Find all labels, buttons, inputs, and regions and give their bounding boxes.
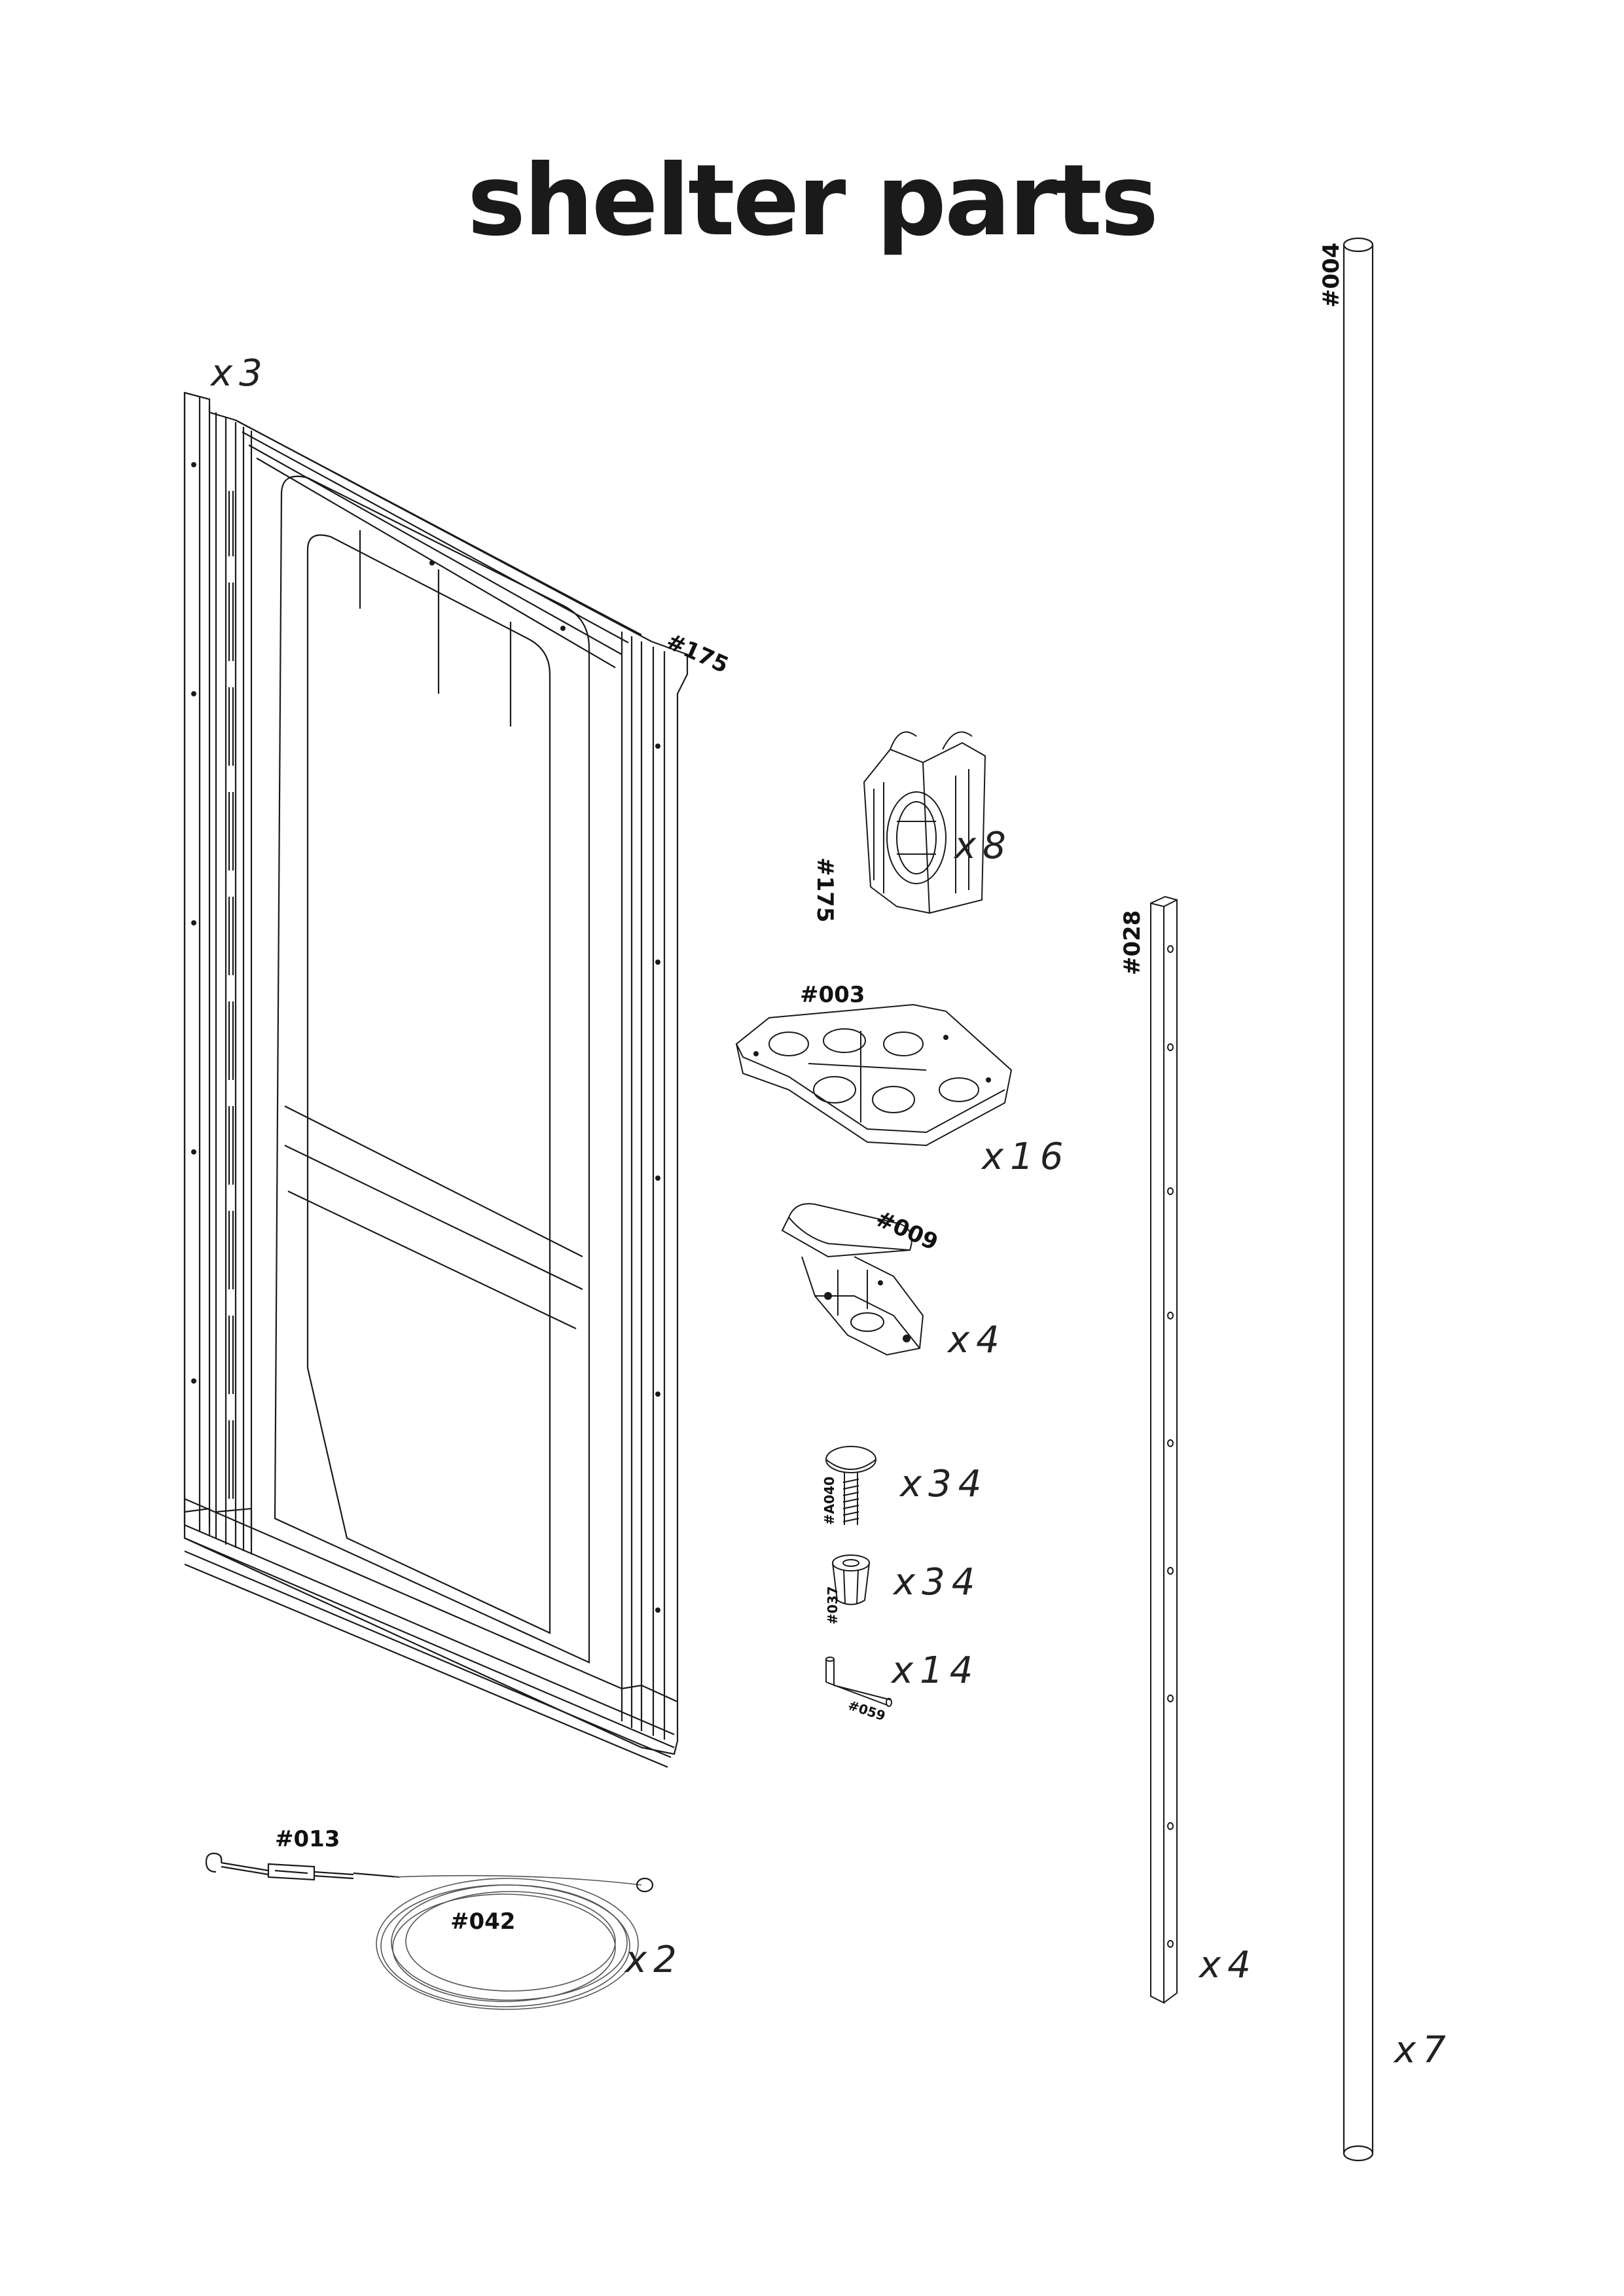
turnbuckle-drawing bbox=[203, 1846, 406, 1885]
bracket-quantity: x8 bbox=[954, 825, 1013, 867]
cable-quantity: x2 bbox=[625, 1939, 683, 1981]
cable-number: #042 bbox=[450, 1909, 516, 1935]
nut-drawing bbox=[828, 1551, 874, 1610]
clamp-quantity: x16 bbox=[982, 1136, 1070, 1178]
rail-number: #028 bbox=[1119, 910, 1146, 975]
pole-drawing bbox=[1335, 236, 1381, 2166]
panel-quantity: x3 bbox=[211, 352, 269, 395]
nut-quantity: x34 bbox=[893, 1561, 982, 1604]
pole-number: #004 bbox=[1318, 242, 1344, 308]
page-title: shelter parts bbox=[467, 144, 1159, 258]
bolt-number: #A040 bbox=[821, 1477, 837, 1525]
bolt-quantity: x34 bbox=[900, 1463, 988, 1505]
coupler-drawing bbox=[776, 1198, 939, 1368]
pole-quantity: x7 bbox=[1394, 2029, 1453, 2072]
nut-number: #037 bbox=[825, 1586, 840, 1624]
door-panel-drawing bbox=[170, 386, 707, 1767]
pin-quantity: x14 bbox=[892, 1649, 980, 1692]
rail-drawing bbox=[1139, 897, 1191, 2003]
turnbuckle-number: #013 bbox=[275, 1826, 340, 1852]
clamp-number: #003 bbox=[800, 982, 865, 1008]
bracket-drawing bbox=[851, 723, 995, 920]
rail-quantity: x4 bbox=[1199, 1944, 1257, 1986]
coupler-quantity: x4 bbox=[948, 1319, 1006, 1361]
bolt-drawing bbox=[821, 1443, 880, 1528]
clamp-drawing bbox=[730, 992, 1024, 1149]
bracket-number: #175 bbox=[812, 857, 838, 923]
pin-drawing bbox=[818, 1656, 897, 1715]
cable-drawing bbox=[367, 1846, 668, 2016]
